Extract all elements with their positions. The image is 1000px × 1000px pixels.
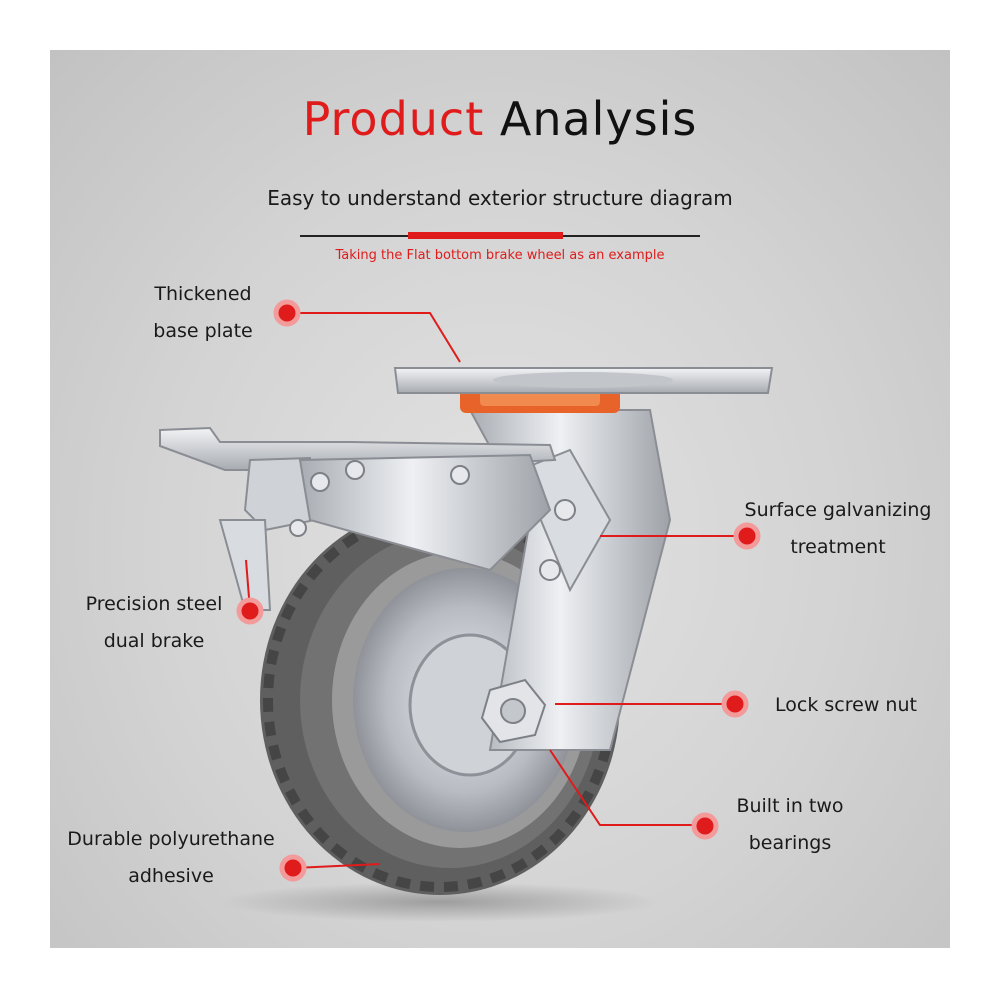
title-highlight: Product [302, 92, 485, 146]
leader-tire [293, 863, 381, 869]
leader-bearings [549, 749, 705, 826]
label-bearings-line1: Built in two [736, 795, 844, 817]
floor-shadow [220, 882, 660, 922]
top-plate [393, 367, 774, 394]
label-tire-line2: adhesive [128, 865, 214, 887]
leader-base-plate [288, 312, 461, 363]
axle-nut [480, 678, 547, 744]
leader-lines [245, 312, 746, 869]
marker-galvanizing [733, 522, 761, 550]
caption: Taking the Flat bottom brake wheel as an… [335, 248, 665, 263]
label-galvanizing-line2: treatment [790, 536, 886, 558]
brake-assembly [159, 426, 576, 611]
label-brake-line2: dual brake [103, 630, 205, 652]
marker-base-plate [273, 299, 301, 327]
divider [300, 232, 700, 239]
marker-bearings [691, 812, 719, 840]
marker-tire [279, 854, 307, 882]
label-base-plate-line1: Thickened [154, 283, 252, 305]
diagram-panel: Product Analysis Easy to understand exte… [50, 50, 950, 948]
marker-brake [236, 597, 264, 625]
label-base-plate-line2: base plate [153, 320, 253, 342]
label-tire-line1: Durable polyurethane [67, 828, 275, 850]
caster-illustration [159, 232, 774, 922]
label-nut-line1: Lock screw nut [775, 694, 917, 716]
label-base-plate: Thickened base plate [128, 276, 278, 350]
label-bearings-line2: bearings [748, 832, 832, 854]
label-brake: Precision steel dual brake [64, 586, 244, 660]
label-bearings: Built in two bearings [720, 788, 860, 862]
label-brake-line1: Precision steel [85, 593, 223, 615]
label-galvanizing-line1: Surface galvanizing [744, 499, 932, 521]
page-title: Product Analysis [50, 92, 950, 146]
label-nut: Lock screw nut [754, 687, 938, 724]
title-rest: Analysis [499, 92, 698, 146]
label-tire: Durable polyurethane adhesive [56, 821, 286, 895]
marker-nut [721, 690, 749, 718]
label-galvanizing: Surface galvanizing treatment [728, 492, 948, 566]
marker-dots [236, 299, 761, 882]
subtitle: Easy to understand exterior structure di… [267, 186, 733, 210]
